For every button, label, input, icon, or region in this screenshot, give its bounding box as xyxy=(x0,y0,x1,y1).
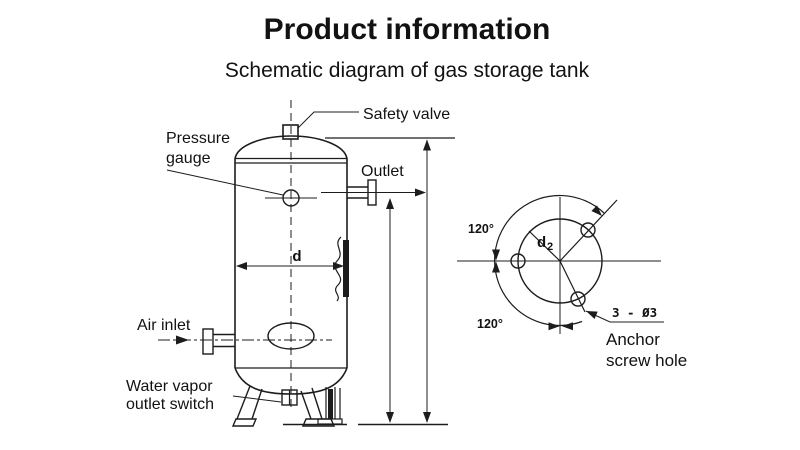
upper-hole-diagonal xyxy=(559,199,618,262)
angle-dimension-arc xyxy=(494,194,605,327)
anchor-hole-left xyxy=(510,253,526,269)
arc-arrow-left-down xyxy=(492,249,500,261)
anchor-hole-lower xyxy=(570,291,586,307)
anchor-label-line1: Anchor xyxy=(606,330,660,349)
hole-spec-arrowhead xyxy=(586,311,598,319)
front-left-leg xyxy=(251,388,263,420)
pressure-gauge-fitting xyxy=(282,189,300,207)
air-inlet-label: Air inlet xyxy=(137,317,191,334)
lower-hole-diagonal xyxy=(559,260,586,313)
page-title: Product information xyxy=(264,13,551,46)
d2-label-subscript: 2 xyxy=(547,241,553,253)
anchor-hole-upper xyxy=(580,222,596,238)
pressure-gauge-leader xyxy=(166,169,284,196)
outlet-flow-arrowhead xyxy=(415,188,426,197)
arc-arrow-left-up xyxy=(492,261,500,273)
tank-dome xyxy=(234,135,348,160)
front-right-leg xyxy=(300,390,312,420)
water-vapor-leader xyxy=(232,395,282,403)
pressure-gauge-label-line1: Pressure xyxy=(166,130,230,147)
water-vapor-label-line2: outlet switch xyxy=(126,396,214,413)
d2-label-base: d xyxy=(537,234,546,251)
outlet-height-arrow-top xyxy=(386,198,394,209)
tank-bottom-head xyxy=(234,367,348,395)
diameter-dim-arrow-left xyxy=(236,262,247,270)
wall-break-squiggle xyxy=(334,236,342,302)
bolt-circle xyxy=(517,218,603,304)
diameter-label: d xyxy=(292,248,301,265)
safety-valve-leader xyxy=(297,111,359,129)
outlet-height-arrow-bottom xyxy=(386,412,394,423)
page-subtitle: Schematic diagram of gas storage tank xyxy=(225,59,590,82)
arc-arrow-upper-right xyxy=(591,205,602,216)
water-vapor-label-line1: Water vapor xyxy=(126,378,213,395)
front-right-leg xyxy=(311,387,323,420)
front-left-foot xyxy=(231,418,258,427)
angle-label-upper: 120° xyxy=(468,222,494,236)
arc-arrow-bottom-left xyxy=(562,322,573,331)
angle-label-lower: 120° xyxy=(477,317,503,331)
diameter-dim-arrow-right xyxy=(333,262,344,270)
air-inlet-flange xyxy=(202,328,214,355)
safety-valve-fitting xyxy=(282,124,299,140)
overall-height-arrow-bottom xyxy=(423,412,431,423)
d2-radius-line xyxy=(528,230,561,262)
wall-weld-bar xyxy=(343,240,349,297)
angle-arc-arrowheads xyxy=(492,205,602,331)
manhole-ellipse xyxy=(267,322,315,350)
back-leg-bar xyxy=(328,389,333,419)
safety-valve-label: Safety valve xyxy=(363,106,450,123)
tank-drawing: Safety valve Pressure gauge Outlet d Air… xyxy=(126,100,455,427)
overall-height-arrow-top xyxy=(423,139,431,151)
air-inlet-flow-arrowhead xyxy=(176,335,189,345)
anchor-bolt-circle-drawing: 120° 120° d 2 3 - Ø3 Anchor screw hole xyxy=(457,194,687,370)
pressure-gauge-label-line2: gauge xyxy=(166,150,211,167)
arc-arrow-bottom-right xyxy=(548,322,560,331)
front-right-foot xyxy=(301,418,336,427)
outlet-label: Outlet xyxy=(361,163,404,180)
front-left-leg xyxy=(236,385,251,420)
anchor-label-line2: screw hole xyxy=(606,351,687,370)
hole-spec-label: 3 - Ø3 xyxy=(612,305,657,320)
